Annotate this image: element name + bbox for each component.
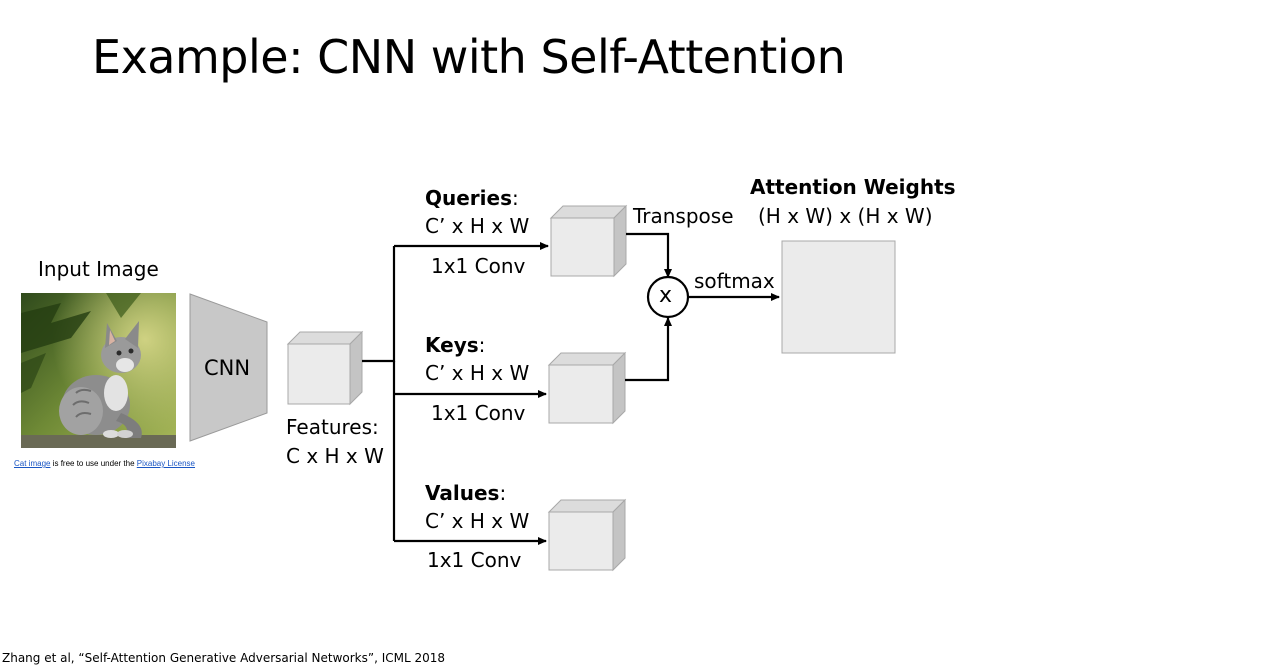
multiply-symbol: x [659, 283, 673, 308]
keys-cube [547, 351, 627, 425]
softmax-label: softmax [694, 269, 775, 293]
keys-dims: C’ x H x W [425, 361, 530, 385]
keys-to-multiply-arrow [625, 317, 672, 382]
values-cube [547, 498, 627, 572]
queries-to-multiply-arrow [626, 232, 672, 278]
cat-photo-art [21, 293, 176, 448]
cat-image-link[interactable]: Cat image [14, 459, 51, 468]
values-colon: : [499, 481, 507, 505]
pixabay-license-link[interactable]: Pixabay License [136, 459, 196, 468]
features-dims: C x H x W [286, 444, 384, 468]
queries-name: Queries [425, 186, 512, 210]
queries-dims: C’ x H x W [425, 214, 530, 238]
keys-name: Keys [425, 333, 479, 357]
keys-heading: Keys: [425, 333, 485, 357]
queries-heading: Queries: [425, 186, 519, 210]
input-image-label: Input Image [38, 257, 159, 281]
transpose-label: Transpose [633, 204, 734, 228]
keys-conv: 1x1 Conv [431, 401, 526, 425]
attention-weights-dims: (H x W) x (H x W) [758, 204, 933, 228]
features-label: Features: [286, 415, 379, 439]
image-credit: Cat image is free to use under the Pixab… [14, 459, 195, 468]
queries-cube [549, 204, 628, 278]
features-cube [286, 330, 364, 406]
queries-conv: 1x1 Conv [431, 254, 526, 278]
queries-colon: : [512, 186, 519, 210]
values-dims: C’ x H x W [425, 509, 530, 533]
citation: Zhang et al, “Self-Attention Generative … [2, 651, 446, 665]
values-conv: 1x1 Conv [427, 548, 522, 572]
attention-weights-title: Attention Weights [750, 175, 956, 199]
slide-title: Example: CNN with Self-Attention [92, 30, 846, 84]
features-branch-line [362, 246, 396, 363]
attention-weights-box [781, 240, 896, 354]
values-name: Values [425, 481, 500, 505]
credit-text: is free to use under the [50, 459, 137, 468]
cat-photo [21, 293, 176, 448]
cnn-label: CNN [204, 356, 251, 380]
values-heading: Values: [425, 481, 506, 505]
keys-colon: : [478, 333, 486, 357]
